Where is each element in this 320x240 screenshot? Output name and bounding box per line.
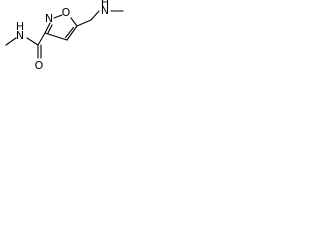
bond-c3-n2: [44, 22, 51, 34]
atom-label-n-amide: N: [16, 29, 24, 42]
bond-ch2-n: [90, 10, 100, 21]
bond-carbonyl-carbon-n: [26, 37, 39, 46]
atom-label-h-amine: H: [101, 0, 109, 9]
bond-n2-o1: [53, 14, 63, 19]
bond-o1-c5: [70, 17, 78, 27]
chemical-structure-diagram: O N N H O N H: [5, 0, 124, 72]
atom-label-o-carbonyl: O: [35, 59, 44, 72]
bond-c5-c4: [66, 25, 78, 41]
atom-label-n-amine: N: [101, 4, 109, 17]
bond-c4-c3: [44, 32, 68, 41]
bond-c5-c4-double: [64, 26, 75, 39]
bond-c3-carbonyl-carbon: [37, 32, 46, 46]
atom-label-n-ring: N: [45, 12, 53, 25]
bond-amide-n-methyl: [5, 37, 17, 46]
bond-c3-n2-double: [47, 24, 53, 34]
bond-c5-ch2: [76, 19, 92, 27]
atom-label-h-amide: H: [16, 20, 24, 33]
atom-label-o-ring: O: [62, 6, 71, 19]
